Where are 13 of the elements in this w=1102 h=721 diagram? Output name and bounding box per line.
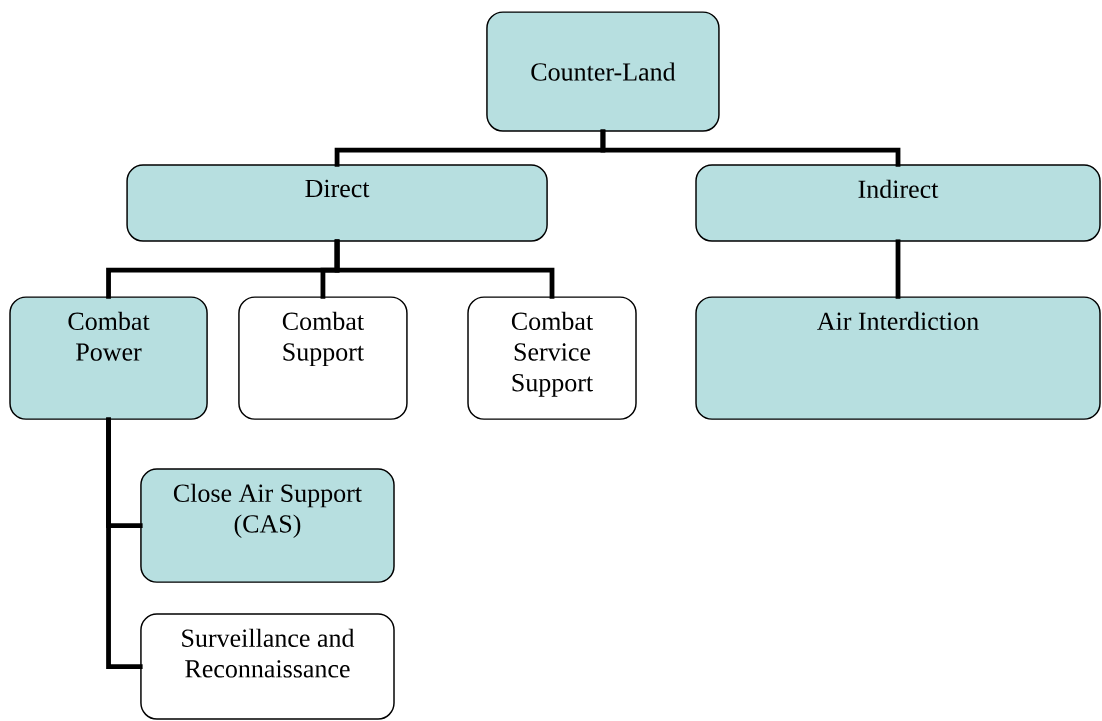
org-box: Air Interdiction: [695, 296, 1101, 420]
connector-line: [334, 239, 555, 299]
connector-line: [895, 239, 901, 299]
org-box: Close Air Support (CAS): [140, 468, 395, 583]
org-box: Combat Support: [238, 296, 408, 420]
connector-line: [600, 129, 901, 167]
org-box: Combat Power: [9, 296, 208, 420]
org-box: Indirect: [695, 164, 1101, 242]
org-box: Counter-Land: [486, 11, 720, 132]
connector-line: [106, 417, 143, 669]
org-box: Surveillance and Reconnaissance: [140, 613, 395, 720]
org-box: Combat Service Support: [467, 296, 637, 420]
org-box: Direct: [126, 164, 548, 242]
